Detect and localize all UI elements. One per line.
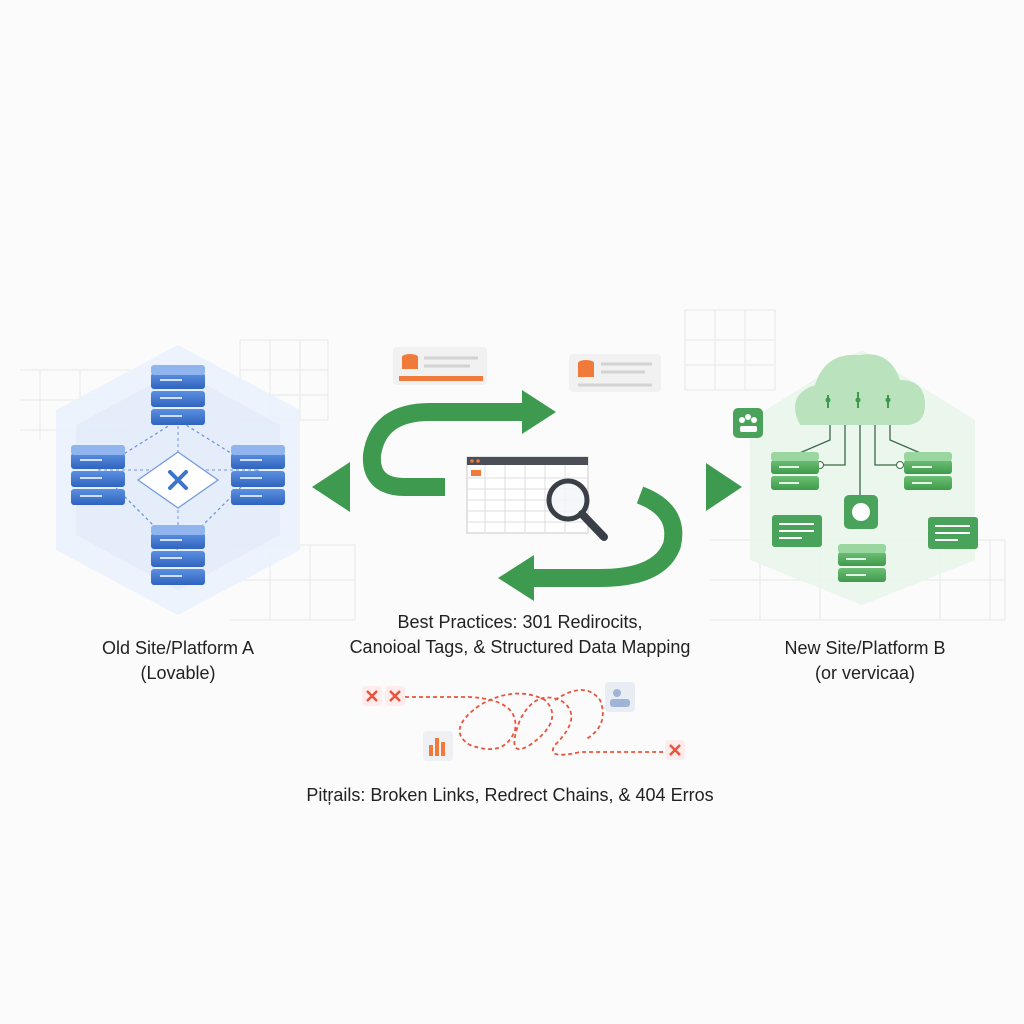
old-site-label: Old Site/Platform A (Lovable) <box>60 636 296 686</box>
database-card-icon <box>569 354 661 392</box>
server-stack-icon <box>231 445 285 505</box>
best-practices-caption: Best Practices: 301 Redirocits, Canoioal… <box>320 610 720 660</box>
document-icon <box>772 515 822 547</box>
server-stack-icon <box>838 544 886 582</box>
new-site-cluster <box>733 350 978 605</box>
best-practices-line1: Best Practices: 301 Redirocits, <box>397 612 643 632</box>
error-x-icon <box>665 740 685 760</box>
arrow-left-head <box>312 462 350 512</box>
server-stack-icon <box>151 525 205 585</box>
users-icon <box>733 408 763 438</box>
database-card-icon <box>393 347 487 385</box>
server-stack-icon <box>904 452 952 490</box>
migration-arrows <box>312 390 742 601</box>
arrow-right-head <box>706 463 742 511</box>
error-x-icon <box>362 686 382 706</box>
document-icon <box>928 517 978 549</box>
pitfalls-caption: Pitŗails: Broken Links, Redrect Chains, … <box>260 783 760 808</box>
cloud-icon <box>795 354 925 425</box>
server-stack-icon <box>151 365 205 425</box>
new-site-label: New Site/Platform B (or vervicaa) <box>745 636 985 686</box>
chart-icon <box>423 731 453 761</box>
old-site-subtitle: (Lovable) <box>140 663 216 683</box>
user-badge-icon <box>605 682 635 712</box>
old-site-cluster <box>56 345 300 615</box>
old-site-title: Old Site/Platform A <box>101 638 255 658</box>
pitfalls-text: Pitŗails: Broken Links, Redrect Chains, … <box>306 785 714 805</box>
server-stack-icon <box>71 445 125 505</box>
x-icon <box>168 470 188 490</box>
arrow-left-head <box>498 555 534 601</box>
new-site-title: New Site/Platform B <box>784 638 946 658</box>
server-stack-icon <box>771 452 819 490</box>
best-practices-line2: Canoioal Tags, & Structured Data Mapping <box>349 637 691 657</box>
arrow-right-head <box>522 390 556 434</box>
pitfalls-illustration <box>362 682 685 761</box>
magnifier-icon <box>546 478 608 541</box>
error-x-icon <box>385 686 405 706</box>
new-site-subtitle: (or vervicaa) <box>814 663 916 683</box>
